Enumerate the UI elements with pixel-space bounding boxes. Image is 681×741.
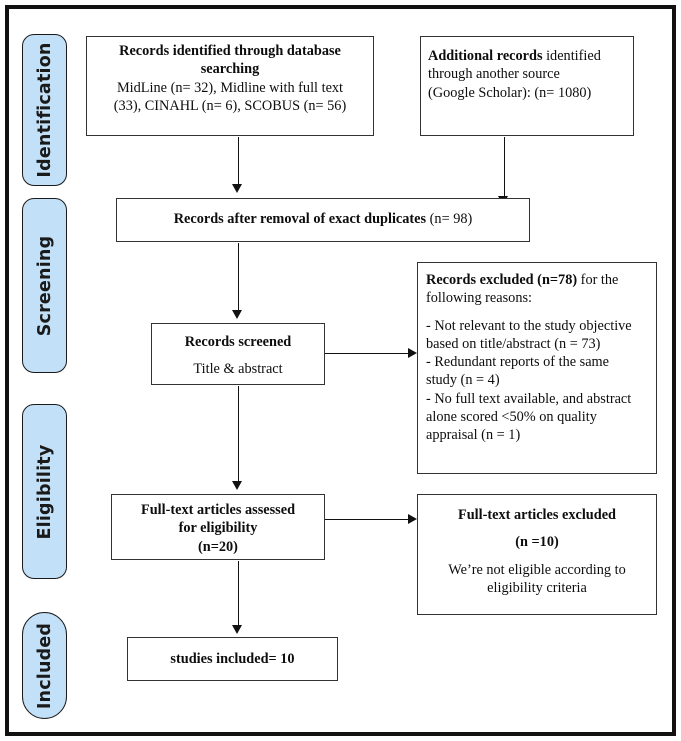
stage-pill-screening: Screening	[22, 198, 67, 373]
fulltext-assessed-line3: (n=20)	[198, 538, 238, 555]
connector-additional-to-dedup	[504, 137, 505, 197]
connector-dedup-to-screened	[238, 243, 239, 311]
connector-identified-to-dedup	[238, 137, 239, 185]
box-records-identified: Records identified through database sear…	[86, 36, 374, 136]
stage-label-screening: Screening	[34, 235, 55, 336]
records-excluded-reason2a: - Redundant reports of the same	[426, 354, 610, 371]
records-excluded-reason3a: - No full text available, and abstract	[426, 390, 632, 407]
box-additional-records: Additional records identified through an…	[420, 36, 634, 136]
stage-label-eligibility: Eligibility	[34, 444, 55, 539]
additional-records-heading-line: Additional records identified	[428, 47, 626, 65]
fulltext-excluded-note2: eligibility criteria	[487, 579, 587, 596]
additional-records-heading: Additional records	[428, 48, 543, 64]
fulltext-assessed-line2: for eligibility	[178, 520, 258, 537]
records-screened-line1: Title & abstract	[193, 361, 283, 378]
stage-label-included: Included	[34, 622, 55, 709]
fulltext-excluded-spacer2	[425, 552, 649, 561]
box-records-excluded: Records excluded (n=78) for the followin…	[417, 262, 657, 474]
fulltext-excluded-heading: Full-text articles excluded	[457, 507, 617, 523]
after-duplicates-heading: Records after removal of exact duplicate…	[173, 211, 427, 227]
connector-screened-to-fulltext	[238, 386, 239, 482]
records-excluded-heading: Records excluded (n=78)	[426, 272, 578, 288]
additional-records-line1: through another source	[428, 66, 560, 83]
records-screened-spacer	[159, 351, 317, 360]
records-excluded-spacer	[426, 308, 648, 317]
records-identified-heading: Records identified through database sear…	[119, 43, 341, 78]
records-excluded-reason2b: study (n = 4)	[426, 372, 500, 389]
box-fulltext-assessed: Full-text articles assessed for eligibil…	[111, 494, 325, 560]
connector-assessed-to-included	[238, 561, 239, 626]
connector-screened-to-excluded	[325, 353, 409, 354]
records-identified-line2: (33), CINAHL (n= 6), SCOBUS (n= 56)	[113, 97, 347, 114]
additional-records-line2: (Google Scholar): (n= 1080)	[428, 84, 592, 101]
box-fulltext-excluded: Full-text articles excluded (n =10) We’r…	[417, 494, 657, 615]
records-excluded-reason1a: - Not relevant to the study objective	[426, 317, 632, 334]
box-studies-included: studies included= 10	[127, 637, 338, 681]
records-screened-heading: Records screened	[184, 334, 292, 350]
box-records-screened: Records screened Title & abstract	[151, 323, 325, 385]
arrowhead-assessed-to-included	[232, 625, 242, 634]
records-excluded-reason3b: alone scored <50% on quality	[426, 409, 597, 426]
records-excluded-line1: following reasons:	[426, 290, 533, 307]
stage-pill-identification: Identification	[22, 34, 67, 186]
after-duplicates-count: (n= 98)	[426, 211, 473, 227]
arrowhead-assessed-to-fulltext-excluded	[408, 514, 417, 524]
additional-records-heading-tail: identified	[542, 48, 601, 64]
records-excluded-reason3c: appraisal (n = 1)	[426, 427, 521, 444]
fulltext-assessed-line1: Full-text articles assessed	[140, 502, 296, 518]
connector-assessed-to-fulltext-excluded	[325, 519, 409, 520]
records-excluded-heading-tail: for the	[577, 272, 619, 288]
records-excluded-reason1b: based on title/abstract (n = 73)	[426, 335, 601, 352]
stage-label-identification: Identification	[34, 42, 55, 178]
stage-pill-included: Included	[22, 612, 67, 719]
records-identified-line1: MidLine (n= 32), Midline with full text	[116, 79, 344, 96]
arrowhead-screened-to-excluded	[408, 348, 417, 358]
records-excluded-heading-line: Records excluded (n=78) for the	[426, 271, 648, 289]
arrowhead-dedup-to-screened	[232, 310, 242, 319]
fulltext-excluded-note1: We’re not eligible according to	[448, 561, 626, 578]
fulltext-excluded-spacer1	[425, 524, 649, 533]
stage-pill-eligibility: Eligibility	[22, 404, 67, 579]
arrowhead-screened-to-fulltext	[232, 481, 242, 490]
box-after-duplicates: Records after removal of exact duplicate…	[116, 198, 530, 242]
fulltext-excluded-count: (n =10)	[515, 534, 559, 551]
after-duplicates-line: Records after removal of exact duplicate…	[124, 210, 522, 228]
arrowhead-identified-to-dedup	[232, 184, 242, 193]
studies-included-heading: studies included= 10	[170, 651, 295, 667]
